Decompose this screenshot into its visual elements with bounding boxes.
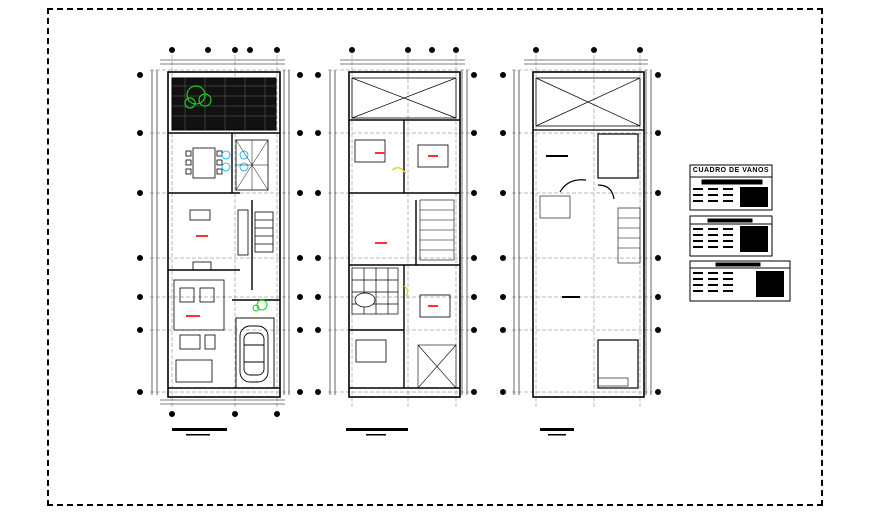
dimension-lines bbox=[151, 59, 290, 405]
tree-vegetation bbox=[184, 85, 212, 109]
dining-table bbox=[185, 147, 223, 179]
garden-hatch bbox=[171, 77, 277, 131]
plan-roof bbox=[500, 47, 661, 436]
drawing-sheet-border bbox=[47, 8, 823, 506]
grid-bubbles bbox=[137, 47, 303, 417]
schedule-title: CUADRO DE VANOS bbox=[692, 167, 770, 174]
schedule-tables bbox=[689, 164, 791, 302]
garage-car bbox=[235, 317, 275, 389]
plan-ground-floor bbox=[137, 47, 303, 436]
plan-upper-floor bbox=[315, 47, 477, 436]
